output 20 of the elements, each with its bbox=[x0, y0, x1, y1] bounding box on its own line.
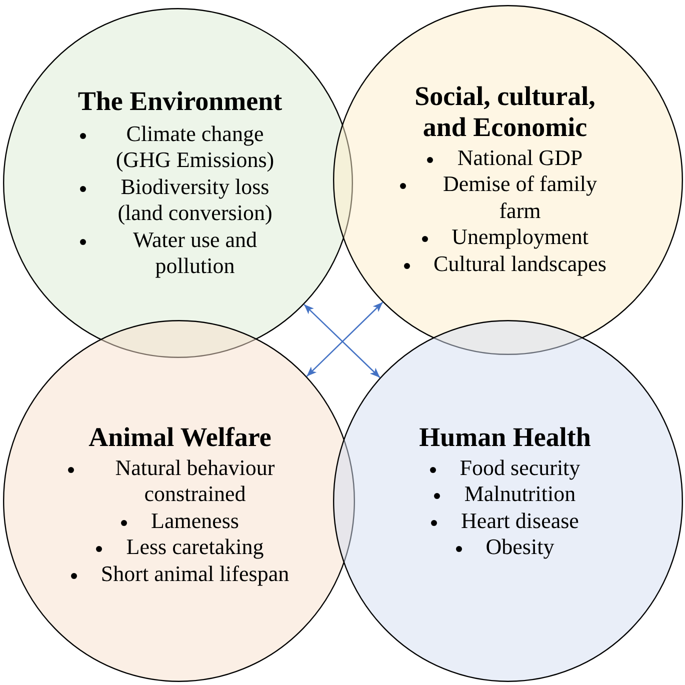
bullet-text: Natural behaviour constrained bbox=[114, 455, 276, 508]
bullet-text: Malnutrition bbox=[464, 481, 576, 508]
circle-heading: The Environment bbox=[78, 86, 282, 117]
venn-circle bbox=[333, 320, 683, 682]
bullet-text: Unemployment bbox=[452, 224, 588, 251]
bullet-text: Climate change (GHG Emissions) bbox=[114, 121, 276, 174]
circle-heading: Human Health bbox=[419, 422, 591, 453]
bullet-text: Lameness bbox=[151, 508, 239, 534]
bullet-text: Food security bbox=[460, 455, 580, 482]
bullet-text: National GDP bbox=[457, 145, 583, 172]
circle-heading: Social, cultural, and Economic bbox=[414, 81, 596, 143]
bullet-text: Cultural landscapes bbox=[434, 250, 606, 278]
bullet-text: Water use and pollution bbox=[132, 226, 258, 280]
bullet-text: Demise of family farm bbox=[442, 171, 598, 224]
bullet-text: Short animal lifespan bbox=[100, 560, 290, 588]
bullet-text: Biodiversity loss (land conversion) bbox=[116, 174, 274, 227]
bullet-text: Obesity bbox=[486, 534, 554, 561]
bullet-text: Less caretaking bbox=[126, 534, 264, 561]
circle-heading: Animal Welfare bbox=[88, 422, 272, 453]
bullet-text: Heart disease bbox=[461, 508, 579, 534]
